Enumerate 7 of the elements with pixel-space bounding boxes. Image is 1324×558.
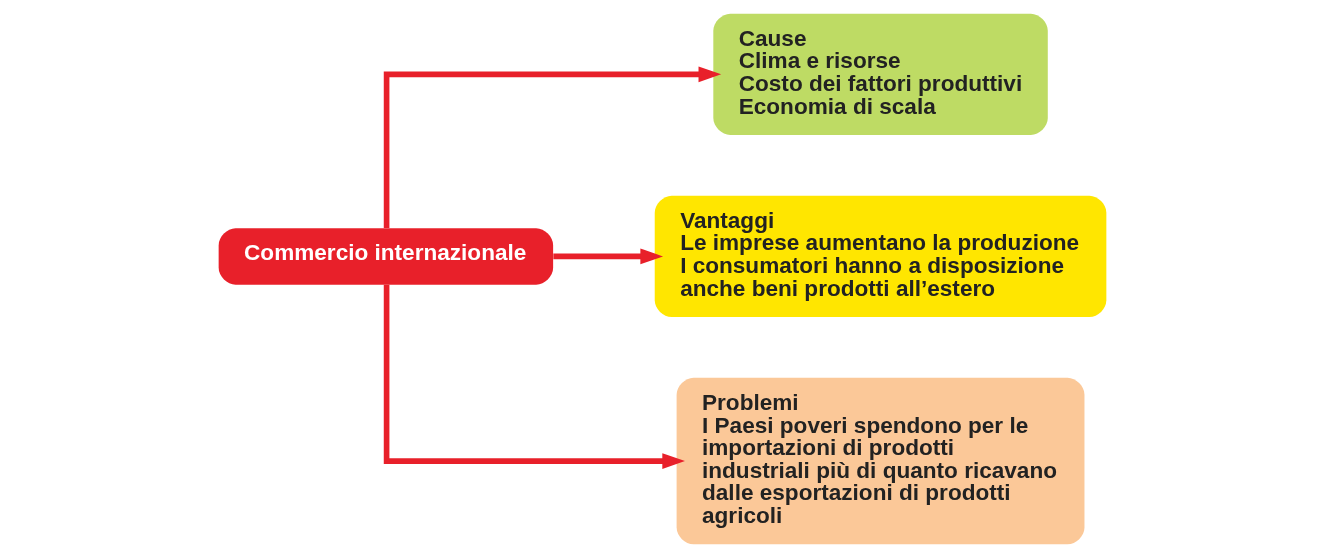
arrow (383, 66, 721, 228)
arrow (383, 284, 685, 469)
node-box: Problemi I Paesi poveri spendono per le importazioni di prodotti industriali più di quanto ricavano dalle esportazioni di prodotti agricoli (676, 377, 1084, 545)
node-box: Cause Clima e risorse Costo dei fattori produttivi Economia di scala (712, 13, 1048, 136)
node-box: Commercio internazionale (218, 228, 553, 285)
arrow (552, 248, 663, 265)
node-box: Vantaggi Le imprese aumentano la produzione I consumatori hanno a disposizione anche beni prodotti all’estero (654, 195, 1106, 318)
